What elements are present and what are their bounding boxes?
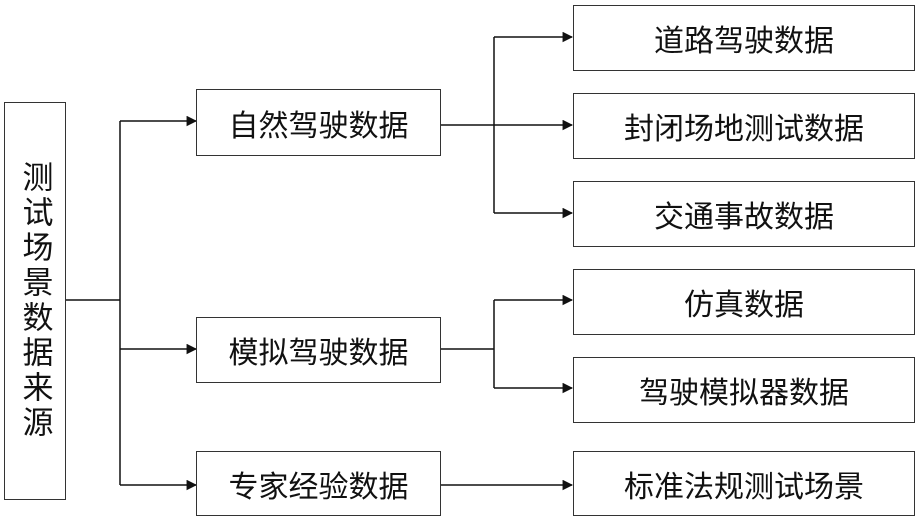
leaf-node-label: 交通事故数据 <box>654 200 834 235</box>
root-node: 测试场景数据来源 <box>4 102 66 500</box>
leaf-node-closed-site-testing: 封闭场地测试数据 <box>573 93 915 159</box>
leaf-node-driving-simulator: 驾驶模拟器数据 <box>573 357 915 423</box>
leaf-node-label: 仿真数据 <box>684 288 804 323</box>
leaf-node-label: 驾驶模拟器数据 <box>639 376 849 411</box>
category-node-expert-experience: 专家经验数据 <box>196 451 441 516</box>
category-node-label: 模拟驾驶数据 <box>228 336 409 371</box>
leaf-node-road-driving: 道路驾驶数据 <box>573 5 915 71</box>
category-node-label: 专家经验数据 <box>228 469 409 505</box>
leaf-node-label: 标准法规测试场景 <box>624 469 864 505</box>
leaf-node-simulation: 仿真数据 <box>573 269 915 335</box>
category-node-label: 自然驾驶数据 <box>228 108 409 144</box>
leaf-node-label: 道路驾驶数据 <box>654 24 834 59</box>
root-node-label: 测试场景数据来源 <box>16 161 53 441</box>
leaf-node-standard-regulation-scenarios: 标准法规测试场景 <box>573 451 915 516</box>
category-node-simulated-driving: 模拟驾驶数据 <box>196 317 441 383</box>
category-node-natural-driving: 自然驾驶数据 <box>196 89 441 156</box>
leaf-node-label: 封闭场地测试数据 <box>624 112 864 147</box>
leaf-node-traffic-accident: 交通事故数据 <box>573 181 915 247</box>
